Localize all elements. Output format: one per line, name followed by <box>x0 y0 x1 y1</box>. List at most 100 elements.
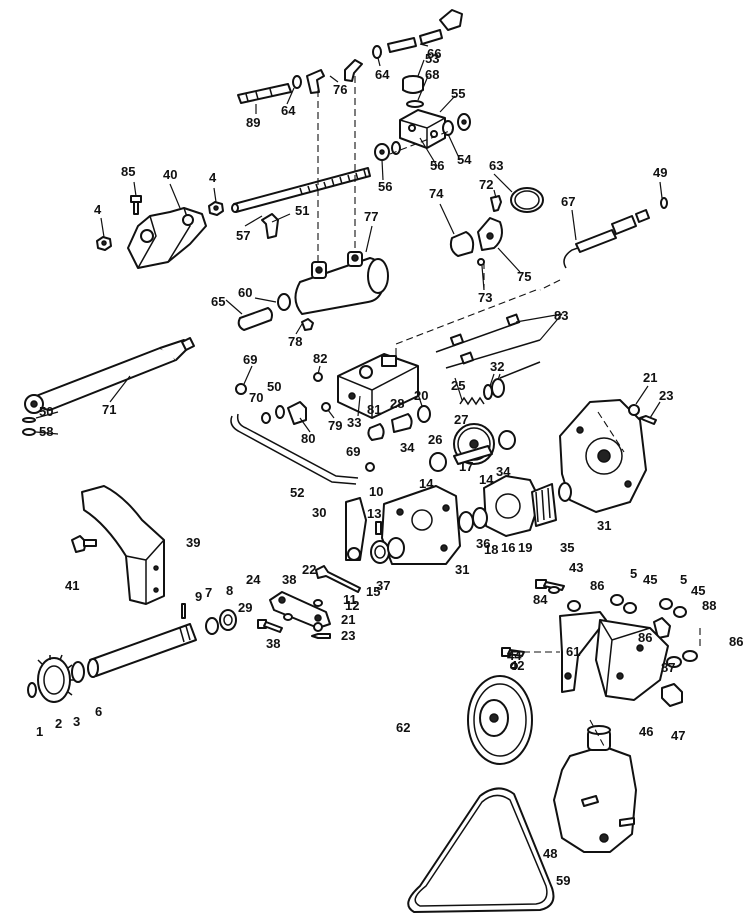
shaft-14 <box>453 445 493 465</box>
callout-c27: 27 <box>454 412 468 427</box>
callout-c75: 75 <box>517 269 531 284</box>
callout-c5a: 5 <box>630 566 637 581</box>
callout-c6: 6 <box>95 704 102 719</box>
nut-69-upper <box>235 383 247 395</box>
callout-c1: 1 <box>36 724 43 739</box>
link-rod-52 <box>230 413 359 485</box>
callout-c26: 26 <box>428 432 442 447</box>
hose-89 <box>237 83 292 104</box>
callout-c23a: 23 <box>659 388 673 403</box>
callout-c72: 72 <box>479 177 493 192</box>
clamp-64-left <box>292 75 302 89</box>
callout-c28: 28 <box>390 396 404 411</box>
callout-c48: 48 <box>543 846 557 861</box>
fitting-82 <box>313 372 323 382</box>
stud-47 <box>661 683 683 707</box>
bolt-12-22 <box>315 565 361 593</box>
callout-c35: 35 <box>560 540 574 555</box>
callout-c62: 62 <box>396 720 410 735</box>
callout-c85: 85 <box>121 164 135 179</box>
callout-c49: 49 <box>653 165 667 180</box>
callout-c47: 47 <box>671 728 685 743</box>
drive-belt-59 <box>407 787 555 913</box>
callout-c45a: 45 <box>643 572 657 587</box>
callout-c68: 68 <box>425 67 439 82</box>
callout-c17: 17 <box>459 459 473 474</box>
callout-c69b: 69 <box>346 444 360 459</box>
callout-c78: 78 <box>288 334 302 349</box>
callout-c8: 8 <box>226 583 233 598</box>
bolt-21-23-upper <box>628 404 657 425</box>
arm-24 <box>269 591 331 629</box>
callout-c73: 73 <box>478 290 492 305</box>
callout-c38b: 38 <box>266 636 280 651</box>
callout-c7: 7 <box>205 585 212 600</box>
callout-c67: 67 <box>561 194 575 209</box>
clamp-64-right <box>372 45 382 59</box>
seals-15-37 <box>370 537 405 564</box>
lever-arm-30 <box>345 497 367 561</box>
callout-c52: 52 <box>290 485 304 500</box>
callout-c14a: 14 <box>419 476 434 491</box>
sleeve-74 <box>449 231 475 257</box>
bracket-61 <box>559 611 607 693</box>
block-55 <box>399 109 446 149</box>
callout-c50a: 50 <box>267 379 281 394</box>
callout-c50b: 50 <box>39 404 53 419</box>
callout-c24: 24 <box>246 572 261 587</box>
nut-56-right <box>457 113 471 131</box>
seals-7-8 <box>205 609 237 635</box>
callout-c59: 59 <box>556 873 570 888</box>
washers-43-86 <box>548 586 637 614</box>
washer-38 <box>283 599 323 621</box>
cap-53 <box>402 75 424 94</box>
screw-72 <box>490 195 502 212</box>
washers-86-right <box>666 650 698 668</box>
callout-c29: 29 <box>238 600 252 615</box>
callout-c34a: 34 <box>400 440 415 455</box>
callout-c3: 3 <box>73 714 80 729</box>
washer-73 <box>477 258 485 266</box>
callout-c58: 58 <box>39 424 53 439</box>
callout-c31a: 31 <box>455 562 469 577</box>
callout-c43: 43 <box>569 560 583 575</box>
callout-c71: 71 <box>102 402 116 417</box>
washer-68 <box>406 100 424 108</box>
callout-c21b: 21 <box>341 612 355 627</box>
callout-c45b: 45 <box>691 583 705 598</box>
shaft-6 <box>87 623 197 678</box>
seal-rings-18-36 <box>458 507 488 533</box>
spool-28 <box>391 413 413 433</box>
bolt-21-23-lower <box>311 622 331 639</box>
bolt-29 <box>257 619 283 633</box>
callout-c20: 20 <box>414 388 428 403</box>
callout-c10: 10 <box>369 484 383 499</box>
callout-c32: 32 <box>490 359 504 374</box>
elbow-fitting-76 <box>344 59 363 82</box>
washer-3 <box>71 661 85 683</box>
bolt-85 <box>130 195 142 215</box>
callout-c39: 39 <box>186 535 200 550</box>
callout-c77: 77 <box>364 209 378 224</box>
callout-c4a: 4 <box>94 202 102 217</box>
callout-c40: 40 <box>163 167 177 182</box>
seal-60 <box>277 293 291 311</box>
plug-33 <box>367 423 385 441</box>
callout-c57: 57 <box>236 228 250 243</box>
callout-c5b: 5 <box>680 572 687 587</box>
callout-c86b: 86 <box>638 630 652 645</box>
callout-c23b: 23 <box>341 628 355 643</box>
callout-c31b: 31 <box>597 518 611 533</box>
callout-c86c: 86 <box>729 634 743 649</box>
callout-c13: 13 <box>367 506 381 521</box>
bracket-46 <box>595 619 669 701</box>
callout-c37: 37 <box>376 578 390 593</box>
callout-c16: 16 <box>501 540 515 555</box>
washer-50-mid <box>275 405 285 419</box>
hydraulic-lines-83 <box>435 313 541 379</box>
clamp-63 <box>510 187 544 213</box>
callout-c63: 63 <box>489 158 503 173</box>
callout-c22: 22 <box>302 562 316 577</box>
gear-2 <box>37 654 75 703</box>
